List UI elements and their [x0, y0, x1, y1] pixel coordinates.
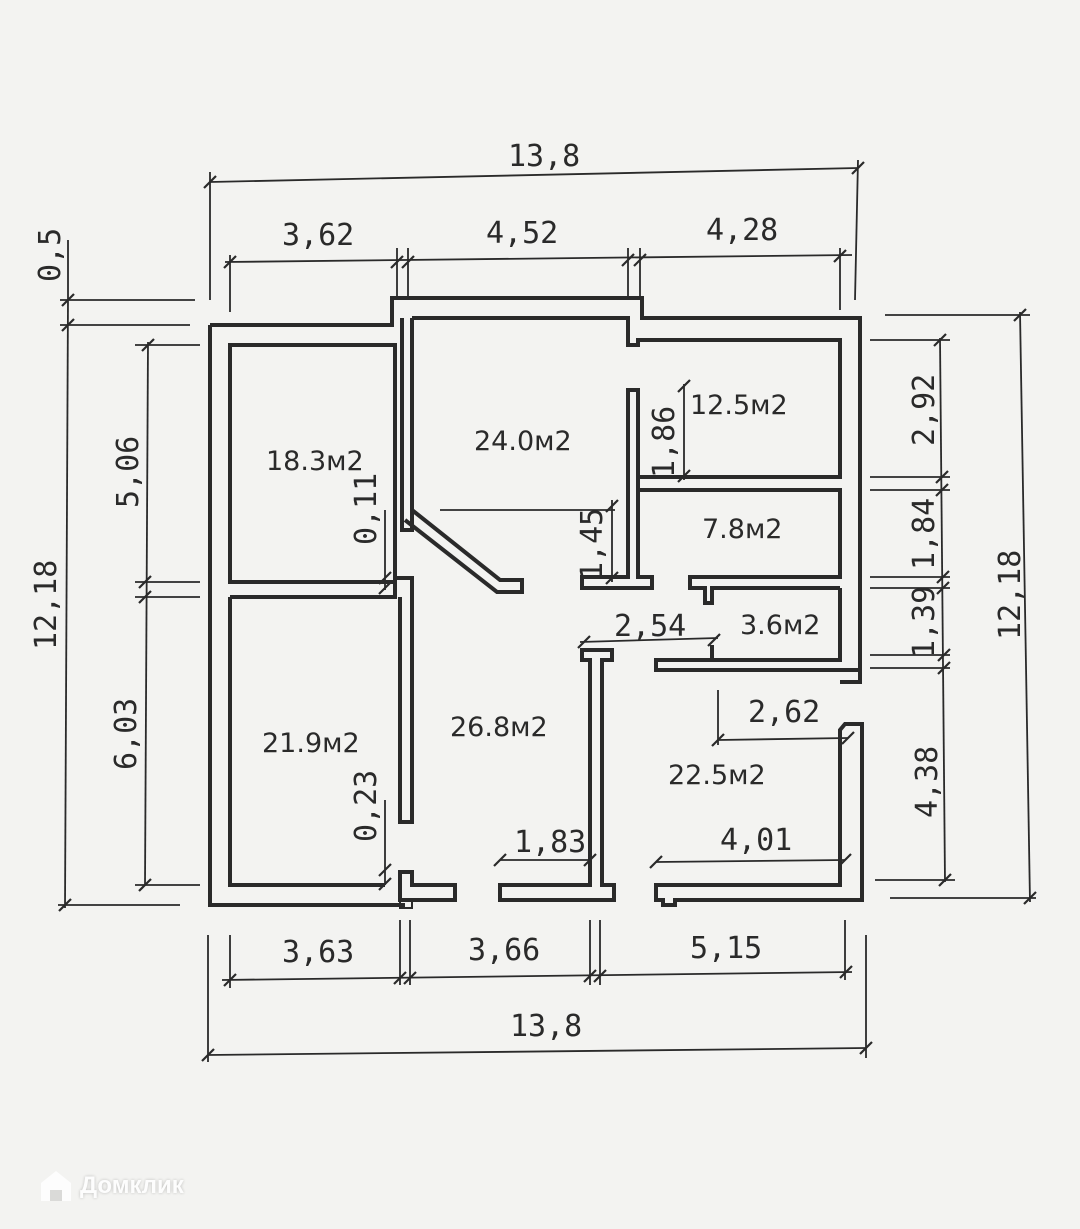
- dim-262-line: [717, 737, 849, 741]
- dim-left-upper: 5,06: [111, 436, 146, 508]
- room-area-1: 18.3м2: [266, 446, 364, 477]
- dim-top-a: 3,62: [282, 218, 354, 253]
- watermark-text: Домклик: [80, 1172, 184, 1199]
- dim-bottom-c: 5,15: [690, 931, 762, 966]
- wall-bottom-left: [398, 870, 457, 902]
- dim-bottom-b: 3,66: [468, 933, 540, 968]
- dim-left-sub-line: [144, 341, 149, 886]
- house-logo-icon: [41, 1171, 71, 1201]
- dimension-labels: 13,8 3,62 4,52 4,28 3,63 3,66 5,15 13,8 …: [29, 139, 1028, 1044]
- dim-inner-011: 0,11: [349, 473, 384, 545]
- outer-wall-left: [208, 325, 405, 907]
- dim-inner-262: 2,62: [748, 695, 820, 730]
- room-22-walls: [654, 722, 864, 907]
- dim-bottom-sub-line: [221, 971, 853, 981]
- wall-7-8: [640, 488, 842, 605]
- dim-left-total: 12,18: [29, 560, 64, 650]
- dim-inner-186: 1,86: [647, 406, 682, 478]
- room-area-4: 7.8м2: [702, 514, 783, 545]
- dimension-lines: [58, 159, 1037, 1062]
- dim-top-total-line: [209, 167, 859, 183]
- dim-inner-145: 1,45: [575, 508, 610, 580]
- dim-left-top-offset: 0,5: [33, 228, 68, 282]
- dim-top-sub-line: [224, 254, 853, 263]
- dim-inner-254: 2,54: [614, 609, 686, 644]
- dim-254-line: [579, 637, 719, 643]
- dim-bottom-total-line: [207, 1047, 867, 1056]
- dim-left-total-line: [64, 297, 69, 909]
- outer-wall-top: [210, 296, 862, 684]
- wall-corridor: [498, 648, 616, 902]
- room-labels: 18.3м2 24.0м2 12.5м2 7.8м2 3.6м2 21.9м2 …: [262, 390, 821, 791]
- wall-diagonal: [403, 508, 524, 594]
- dim-right-b: 1,84: [907, 498, 942, 570]
- walls: [208, 296, 864, 909]
- dim-top-c: 4,28: [706, 213, 778, 248]
- room-21-walls: [228, 576, 414, 887]
- room-area-2: 24.0м2: [474, 426, 572, 457]
- dim-inner-183: 1,83: [514, 825, 586, 860]
- dim-bottom-a: 3,63: [282, 935, 354, 970]
- room-area-8: 22.5м2: [668, 760, 766, 791]
- dim-inner-401: 4,01: [720, 823, 792, 858]
- wall-top-middle: [412, 316, 842, 479]
- dim-top-b: 4,52: [486, 216, 558, 251]
- dim-left-lower: 6,03: [109, 698, 144, 770]
- dim-right-c: 1,39: [907, 586, 942, 658]
- room-area-3: 12.5м2: [690, 390, 788, 421]
- room-area-6: 21.9м2: [262, 728, 360, 759]
- dim-right-d: 4,38: [910, 746, 945, 818]
- dim-right-a: 2,92: [907, 374, 942, 446]
- wall-left-divider: [400, 318, 414, 532]
- wall-bottom-stub: [399, 900, 413, 909]
- dim-401-line: [655, 859, 846, 863]
- dim-bottom-total: 13,8: [510, 1009, 582, 1044]
- dim-right-total-line: [1019, 311, 1031, 903]
- room-area-7: 26.8м2: [450, 712, 548, 743]
- room-area-5: 3.6м2: [740, 610, 821, 641]
- wall-3-6: [654, 588, 862, 682]
- dim-right-sub-line: [939, 337, 946, 883]
- dim-top-total: 13,8: [508, 139, 580, 174]
- watermark: Домклик: [38, 1168, 184, 1204]
- dim-right-total: 12,18: [993, 550, 1028, 640]
- dim-inner-023: 0,23: [349, 770, 384, 842]
